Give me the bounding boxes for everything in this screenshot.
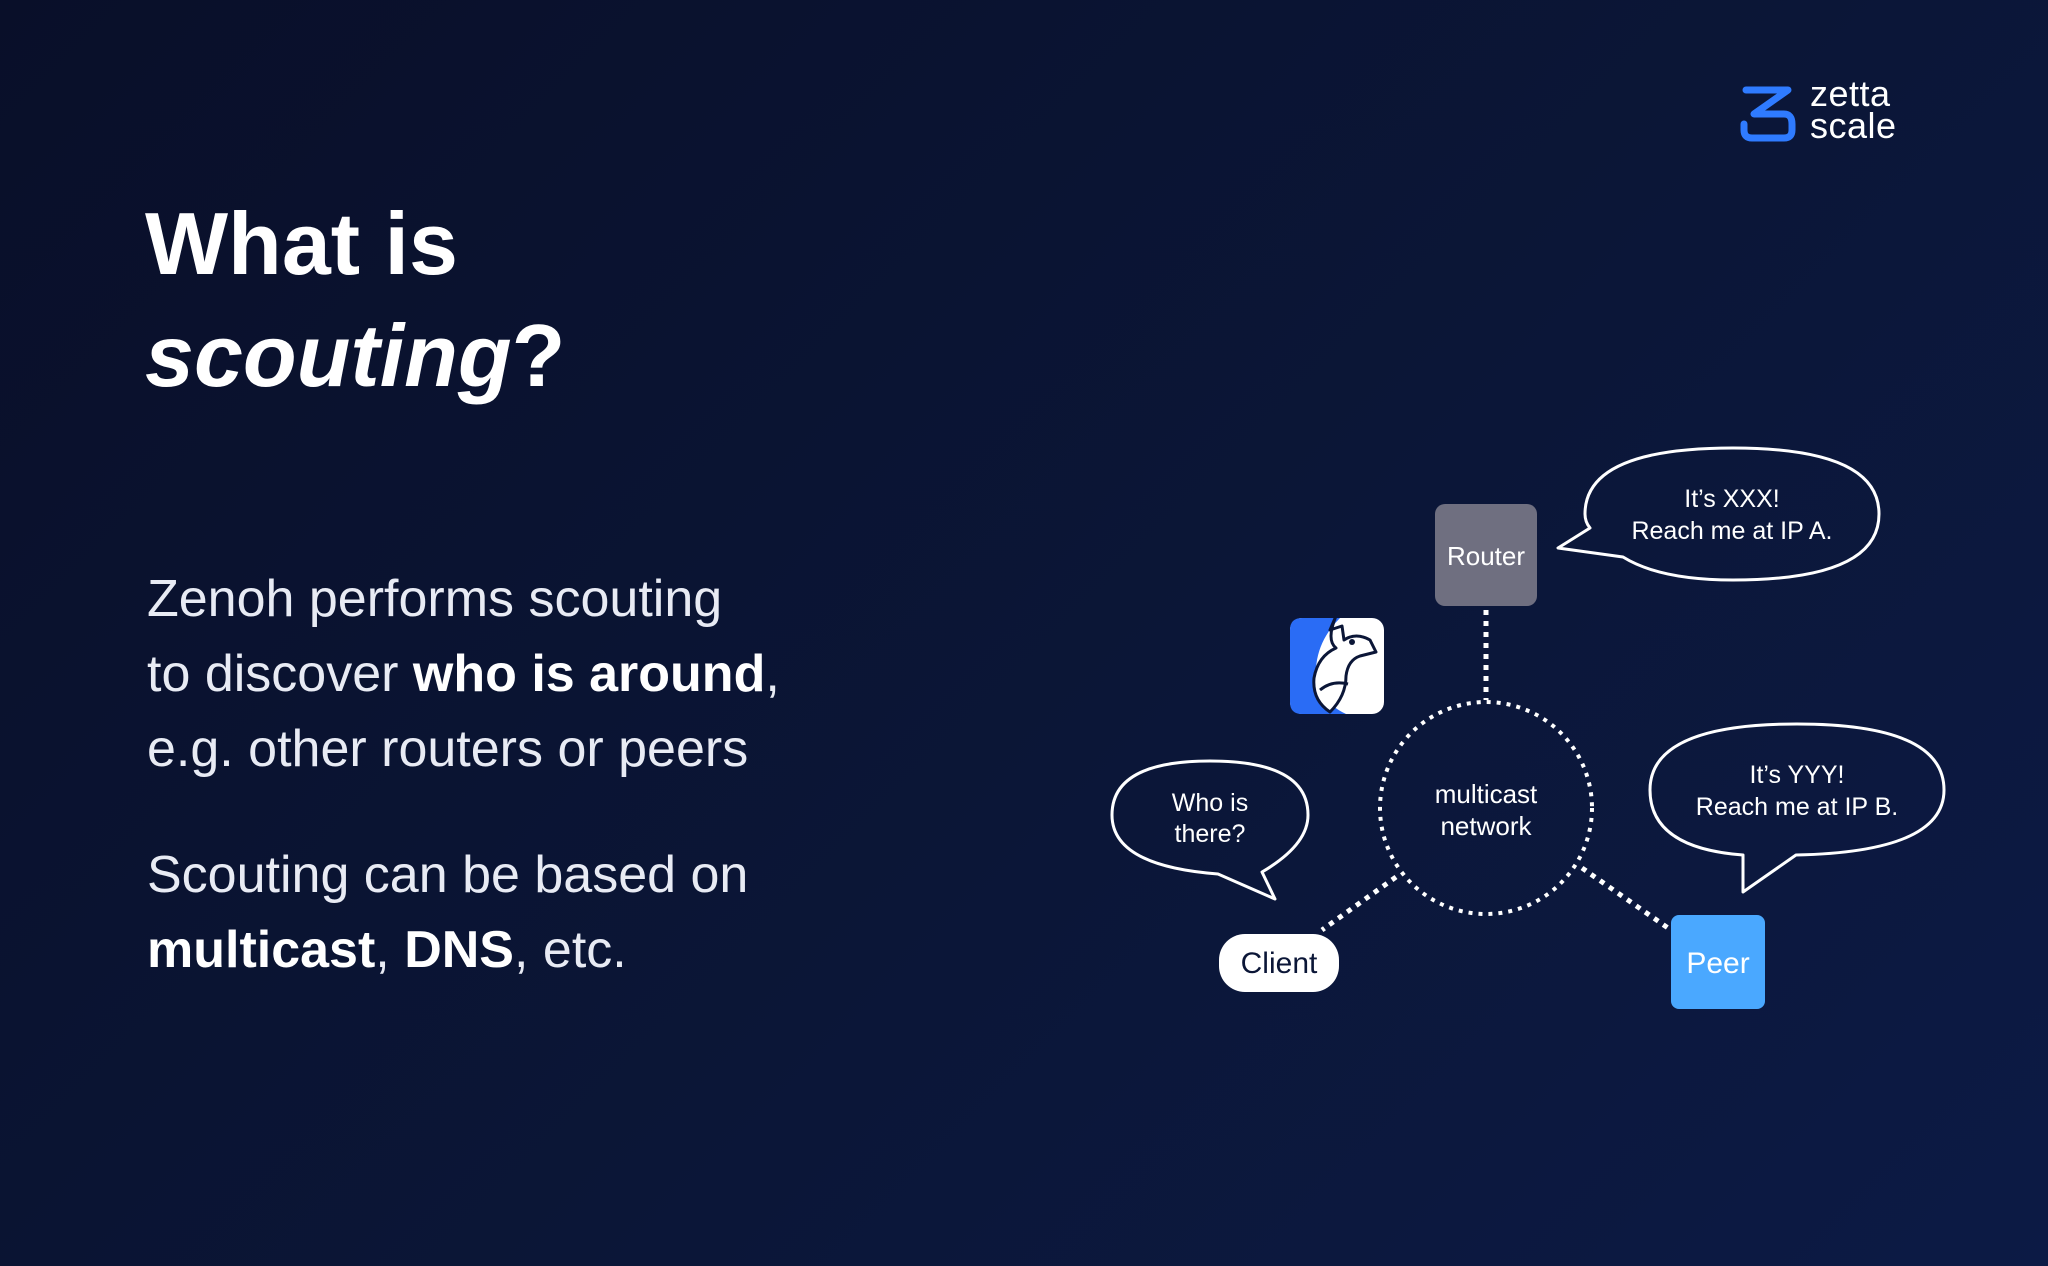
peer-connector [1580,865,1670,931]
p2-line1: Scouting can be based on [147,846,749,904]
client-node [1219,934,1339,992]
peer-node [1671,915,1765,1009]
router-bubble-line1: It’s XXX! [1684,485,1779,513]
zettascale-logo: zetta scale [1740,73,1920,150]
router-speech-bubble [1556,446,1881,582]
peer-bubble-line1: It’s YYY! [1750,761,1845,789]
client-speech-bubble [1110,759,1310,901]
title-italic-word: scouting [145,306,512,405]
title-line1: What is [145,194,458,293]
client-bubble-line2: there? [1175,820,1246,848]
network-label-line2: network [1440,811,1532,841]
zenoh-dragon-icon [1290,614,1384,714]
p1-bold-phrase: who is around [412,645,766,703]
router-bubble-line2: Reach me at IP A. [1631,517,1832,545]
p1-line2-start: to discover [147,645,413,703]
zettascale-logo-icon [1740,86,1796,142]
p2-bold-dns: DNS [404,921,514,979]
p1-line3: e.g. other routers or peers [147,720,749,778]
p2-bold-multicast: multicast [147,921,376,979]
client-label: Client [1241,947,1318,980]
paragraph-scouting-purpose: Zenoh performs scouting to discover who … [147,562,780,787]
router-label: Router [1447,541,1525,571]
logo-line2: scale [1810,105,1897,146]
p2-separator: , [375,921,405,979]
p2-line2-end: , etc. [514,921,627,979]
title-question-mark: ? [511,306,566,405]
page-title: What is scouting? [145,188,565,412]
client-bubble-line1: Who is [1172,789,1248,817]
router-node [1435,504,1537,606]
logo-wordmark: zetta scale [1810,73,1897,146]
peer-bubble-line2: Reach me at IP B. [1696,793,1898,821]
p1-line1: Zenoh performs scouting [147,570,723,628]
network-label-line1: multicast [1435,779,1538,809]
p1-line2-end: , [765,645,780,703]
peer-speech-bubble [1648,722,1946,894]
paragraph-scouting-methods: Scouting can be based on multicast, DNS,… [147,838,748,988]
peer-label: Peer [1686,947,1749,980]
logo-line1: zetta [1810,73,1891,114]
client-connector [1320,874,1398,933]
multicast-network-circle [1378,700,1594,916]
